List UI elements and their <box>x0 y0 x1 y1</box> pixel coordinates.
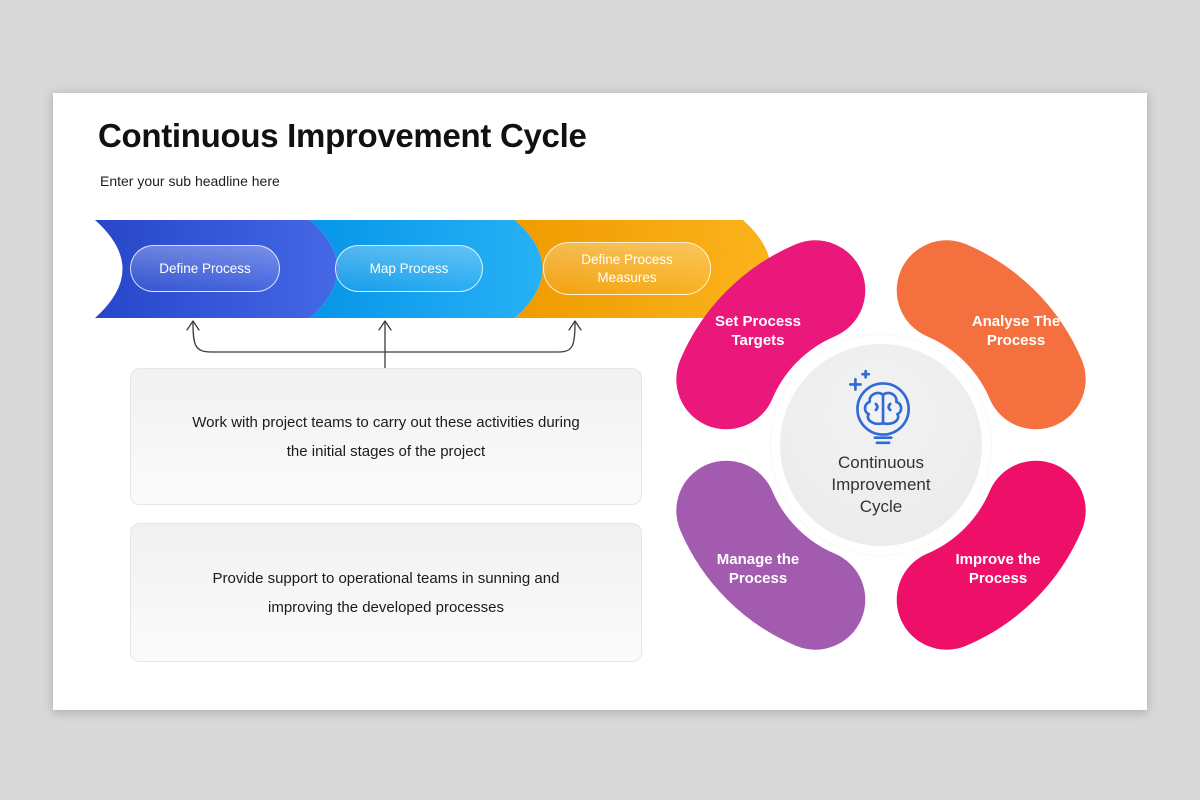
connector-arrows <box>186 320 582 370</box>
label-line: Manage the <box>716 551 800 568</box>
slide-canvas: Continuous Improvement Cycle Enter your … <box>53 93 1147 710</box>
band-step-define-process-measures: Define Process Measures <box>543 242 711 295</box>
band-segment-define-process <box>515 220 771 318</box>
cycle-arc-set-process-targets <box>676 240 866 430</box>
band-segment-define <box>95 220 338 318</box>
note-line: Provide support to operational teams in … <box>212 569 560 587</box>
cycle-label-analyse-the-process: Analyse The Process <box>956 312 1076 350</box>
band-step-define-process: Define Process <box>130 245 280 292</box>
page-subtitle: Enter your sub headline here <box>100 173 280 189</box>
cycle-arc-analyse-the-process <box>896 240 1086 430</box>
cycle-center: Continuous Improvement Cycle <box>771 335 991 555</box>
cycle-center-title-line: Improvement <box>831 475 931 494</box>
band-step-label: Define Process <box>159 260 251 276</box>
label-line: Targets <box>731 332 785 349</box>
page-title: Continuous Improvement Cycle <box>98 117 587 154</box>
band-step-label: Define Process Measures <box>581 251 673 285</box>
note-card-project-teams: Work with project teams to carry out the… <box>130 368 642 505</box>
label-line: Process <box>968 570 1028 587</box>
band-segment-map-process <box>310 220 543 318</box>
cycle-label-manage-the-process: Manage the Process <box>698 550 818 588</box>
band-step-map-process: Map Process <box>335 245 483 292</box>
cycle-center-title-line: Cycle <box>859 497 903 516</box>
note-card-operational-teams: Provide support to operational teams in … <box>130 523 642 662</box>
label-line: Improve the <box>955 551 1041 568</box>
cycle-arc-manage-the-process <box>676 460 866 650</box>
label-line: Analyse The <box>971 313 1061 330</box>
cycle-label-improve-the-process: Improve the Process <box>938 550 1058 588</box>
brain-bulb-icon <box>838 366 924 452</box>
cycle-center-title-line: Continuous <box>837 453 924 472</box>
label-line: Process <box>986 332 1046 349</box>
note-line: Work with project teams to carry out the… <box>192 413 580 431</box>
cycle-label-set-process-targets: Set Process Targets <box>698 312 818 350</box>
label-line: Set Process <box>715 313 801 330</box>
note-line: the initial stages of the project <box>286 442 486 460</box>
note-line: improving the developed processes <box>268 598 504 616</box>
label-line: Process <box>728 570 788 587</box>
cycle-arc-improve-the-process <box>896 460 1086 650</box>
process-diagram <box>95 220 1086 650</box>
band-step-label: Map Process <box>369 260 449 276</box>
